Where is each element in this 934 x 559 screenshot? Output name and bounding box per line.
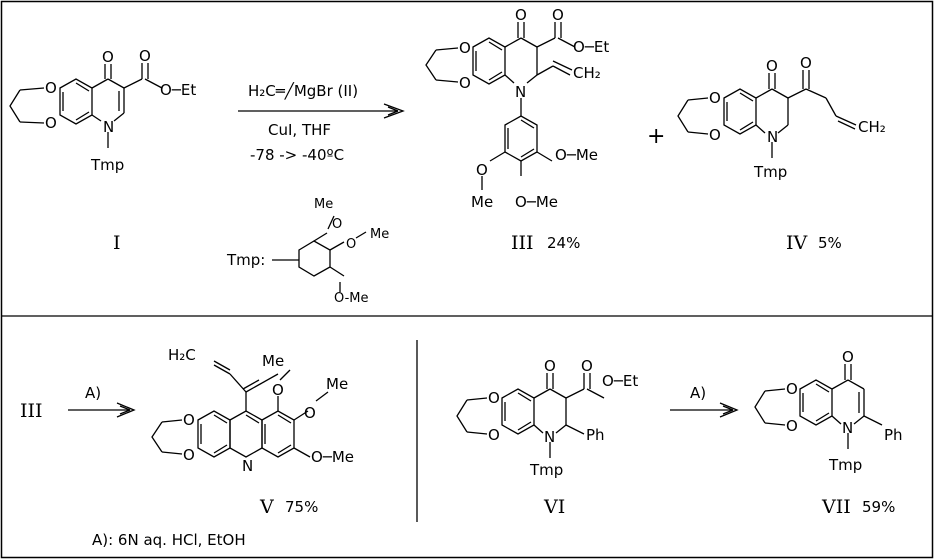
atom-O: O [304,404,316,422]
atom-N: N [103,118,114,136]
compound-III: O O O─Et CH₂ O O N O Me O─Me O─Me III 24… [425,6,609,254]
ester-group: O─Et [573,38,609,56]
yield: 24% [547,234,580,252]
atom-O: O [786,417,798,435]
phenyl: Ph [884,426,903,444]
atom-O: O [139,47,151,65]
vinyl-ch2: CH₂ [573,64,601,82]
atom-O: O [709,89,721,107]
tmp-group: Tmp [753,163,787,181]
diene-terminus: H₂C [168,346,196,364]
atom-O: O [332,217,342,232]
atom-N: N [842,419,853,437]
compound-label: VII [821,496,851,518]
reaction-temperature: -78 -> -40ºC [250,146,344,164]
reagent-grignard: H₂C═╱MgBr (II) [248,82,358,100]
methoxy: O─Me [311,448,354,466]
tmp-definition: Tmp: Me O O Me O-Me [226,197,389,306]
tmp-group: Tmp [90,156,124,174]
methyl: Me [370,227,389,242]
methyl: Me [262,352,284,370]
plus-sign: + [647,124,665,149]
atom-N: N [544,428,555,446]
atom-O: O [476,161,488,179]
compound-VI: O O O─Et O O N Ph Tmp VI [456,357,638,518]
atom-O: O [183,411,195,429]
atom-N: N [242,457,253,475]
compound-label: VI [543,496,565,518]
footnote-conditions: A): 6N aq. HCl, EtOH [92,531,246,549]
atom-O: O [800,54,812,72]
yield: 75% [285,498,318,516]
yield: 5% [818,234,842,252]
atom-O: O [272,381,284,399]
atom-O: O [515,6,527,24]
atom-O: O [183,446,195,464]
ester-group: O─Et [160,81,196,99]
ester-group: O─Et [602,372,638,390]
compound-label: V [259,496,274,518]
atom-O: O [766,57,778,75]
atom-O: O [459,74,471,92]
methyl: Me [326,375,348,393]
terminal-ch2: CH₂ [858,118,886,136]
compound-label: III [511,232,534,254]
atom-O: O [102,48,114,66]
atom-O: O [459,39,471,57]
reaction-III-to-V: III A) [20,384,136,422]
tmp-group: Tmp [828,456,862,474]
atom-O: O [709,126,721,144]
methyl: Me [471,193,493,211]
atom-N: N [767,128,778,146]
reaction-arrow-top: H₂C═╱MgBr (II) CuI, THF -78 -> -40ºC [238,82,405,164]
reaction-arrow-VI-to-VII: A) [670,384,739,418]
tmp-group: Tmp [529,461,563,479]
phenyl: Ph [586,426,605,444]
arrow-condition: A) [690,384,706,402]
atom-O: O [488,389,500,407]
compound-label: IV [786,232,808,254]
atom-O: O [842,348,854,366]
compound-I: O O O─Et O O N Tmp I [9,47,196,254]
atom-O: O [488,426,500,444]
atom-O: O [581,357,593,375]
atom-O: O [786,380,798,398]
yield: 59% [862,498,895,516]
methoxy: O-Me [334,291,369,306]
arrow-condition: A) [85,384,101,402]
methoxy: O─Me [515,193,558,211]
atom-O: O [346,237,356,252]
atom-N: N [515,83,526,101]
compound-V: H₂C Me O Me O O─Me O O N V 75% [151,346,354,518]
methoxy: O─Me [555,146,598,164]
atom-O: O [544,357,556,375]
compound-VII: O O O N Ph Tmp VII 59% [754,348,903,518]
reagent-catalyst: CuI, THF [268,121,331,139]
atom-O: O [552,6,564,24]
methyl: Me [314,197,333,212]
atom-O: O [45,114,57,132]
tmp-label: Tmp: [226,251,265,269]
reactant-label: III [20,400,43,422]
compound-label: I [113,232,121,254]
atom-O: O [45,79,57,97]
compound-IV: O O O O N Tmp CH₂ IV 5% [677,54,886,254]
